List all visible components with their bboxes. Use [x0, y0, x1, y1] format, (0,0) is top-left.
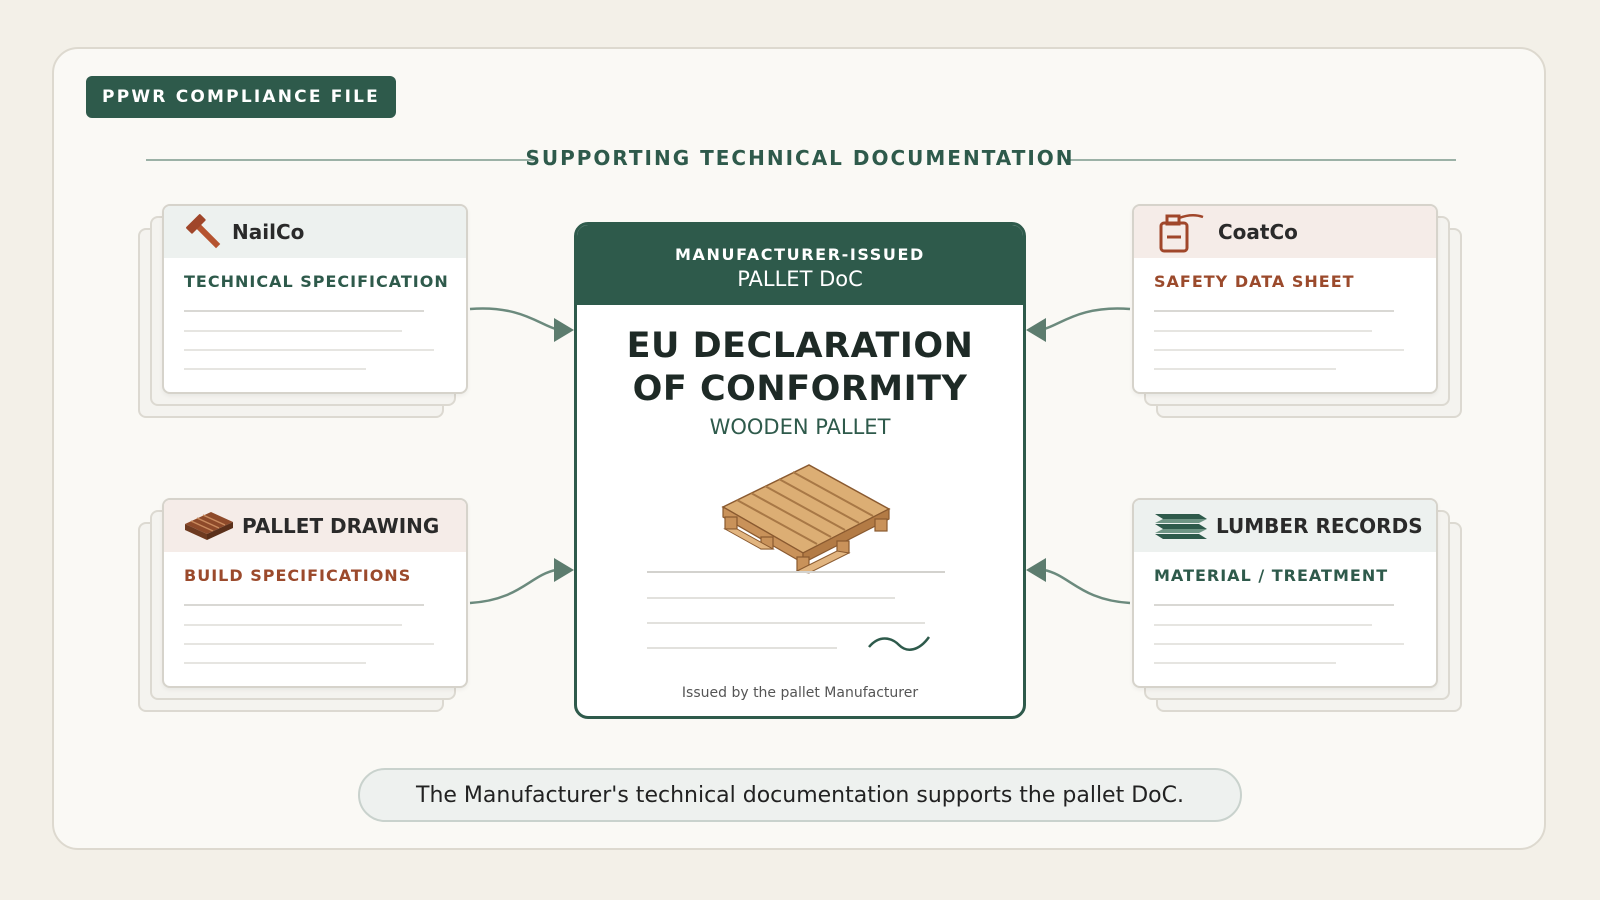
- pallet-icon: [182, 506, 236, 546]
- card-sheet-front: LUMBER RECORDS MATERIAL / TREATMENT: [1132, 498, 1438, 688]
- text-line: [647, 622, 925, 624]
- text-line: [1154, 624, 1372, 626]
- card-sheet-front: CoatCo SAFETY DATA SHEET: [1132, 204, 1438, 394]
- card-subtitle: SAFETY DATA SHEET: [1154, 272, 1355, 291]
- text-line: [1154, 368, 1336, 370]
- card-sheet-front: NailCo TECHNICAL SPECIFICATION: [162, 204, 468, 394]
- text-line: [184, 349, 434, 351]
- card-header: PALLET DRAWING: [164, 500, 466, 552]
- text-line: [1154, 310, 1394, 312]
- card-title: PALLET DRAWING: [242, 514, 440, 538]
- text-line: [647, 597, 895, 599]
- document-title-line2: OF CONFORMITY: [632, 369, 968, 409]
- coatco-card: CoatCo SAFETY DATA SHEET: [1132, 204, 1462, 418]
- lumber-records-card: LUMBER RECORDS MATERIAL / TREATMENT: [1132, 498, 1462, 712]
- document-title: EU DECLARATION OF CONFORMITY: [577, 325, 1023, 411]
- card-subtitle: TECHNICAL SPECIFICATION: [184, 272, 449, 291]
- text-line: [184, 330, 402, 332]
- arrowhead-drawing: [554, 558, 574, 582]
- text-line: [184, 310, 424, 312]
- section-rule-left: [146, 159, 534, 161]
- text-line: [1154, 662, 1336, 664]
- card-header: CoatCo: [1134, 206, 1436, 258]
- wooden-pallet-illustration: [721, 464, 891, 574]
- text-line: [184, 368, 366, 370]
- arrowhead-nailco: [554, 318, 574, 342]
- document-footer: Issued by the pallet Manufacturer: [681, 685, 919, 701]
- card-header: NailCo: [164, 206, 466, 258]
- card-sheet-front: PALLET DRAWING BUILD SPECIFICATIONS: [162, 498, 468, 688]
- document-title-line1: EU DECLARATION: [626, 326, 974, 366]
- document-subtitle: WOODEN PALLET: [709, 415, 891, 439]
- card-title: LUMBER RECORDS: [1216, 514, 1423, 538]
- text-line: [184, 624, 402, 626]
- arrowhead-coatco: [1026, 318, 1046, 342]
- text-line: [1154, 643, 1404, 645]
- caption-banner: The Manufacturer's technical documentati…: [358, 768, 1242, 822]
- paint-can-icon: [1152, 212, 1212, 253]
- pallet-drawing-card: PALLET DRAWING BUILD SPECIFICATIONS: [138, 498, 468, 712]
- document-header-line2: PALLET DoC: [737, 267, 863, 291]
- arrow-coatco-to-doc: [1043, 307, 1131, 331]
- signature-mark: [868, 636, 931, 651]
- arrow-nailco-to-doc: [469, 307, 557, 331]
- text-line: [1154, 349, 1404, 351]
- arrow-drawing-to-doc: [469, 568, 557, 605]
- text-line: [1154, 604, 1394, 606]
- document-header: MANUFACTURER-ISSUED PALLET DoC: [577, 225, 1023, 305]
- nailco-card: NailCo TECHNICAL SPECIFICATION: [138, 204, 468, 418]
- text-line: [184, 662, 366, 664]
- text-line: [1154, 330, 1372, 332]
- declaration-document: MANUFACTURER-ISSUED PALLET DoC EU DECLAR…: [574, 222, 1026, 719]
- section-title: SUPPORTING TECHNICAL DOCUMENTATION: [525, 146, 1075, 170]
- compliance-file-badge: PPWR COMPLIANCE FILE: [86, 76, 396, 118]
- document-header-line1: MANUFACTURER-ISSUED: [675, 245, 925, 264]
- arrowhead-lumber: [1026, 558, 1046, 582]
- text-line: [647, 571, 945, 573]
- card-header: LUMBER RECORDS: [1134, 500, 1436, 552]
- text-line: [647, 647, 837, 649]
- hammer-icon: [182, 212, 226, 252]
- section-rule-right: [1066, 159, 1456, 161]
- arrow-lumber-to-doc: [1043, 568, 1131, 605]
- lumber-stack-icon: [1152, 506, 1210, 546]
- card-subtitle: BUILD SPECIFICATIONS: [184, 566, 412, 585]
- text-line: [184, 643, 434, 645]
- card-title: CoatCo: [1218, 220, 1298, 244]
- card-title: NailCo: [232, 220, 305, 244]
- text-line: [184, 604, 424, 606]
- card-subtitle: MATERIAL / TREATMENT: [1154, 566, 1389, 585]
